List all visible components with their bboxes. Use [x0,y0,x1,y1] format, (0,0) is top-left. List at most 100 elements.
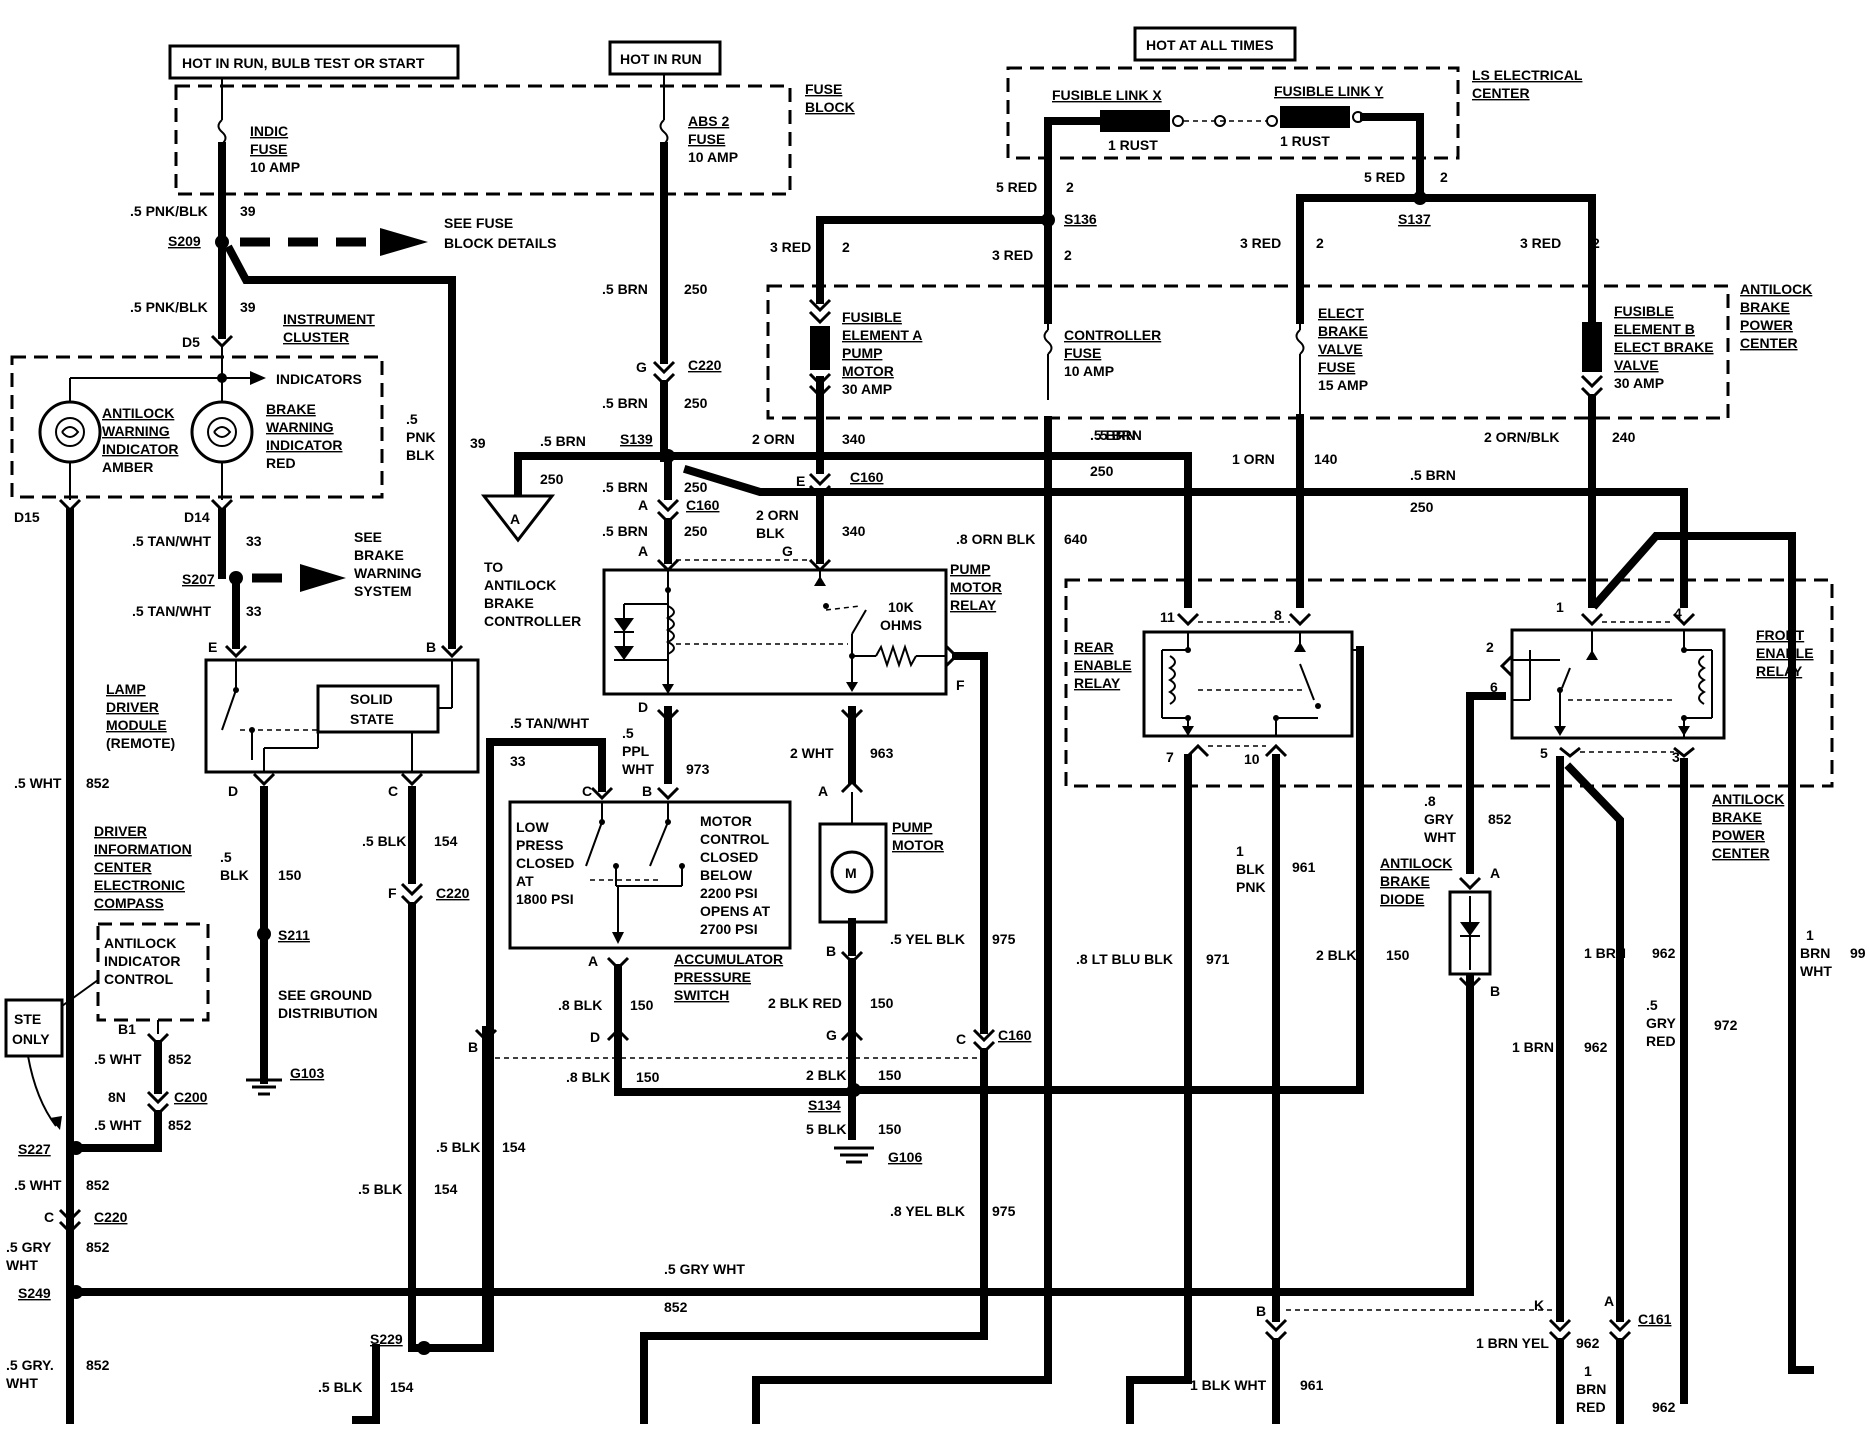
svg-text:BLOCK: BLOCK [805,99,855,115]
svg-text:POWER: POWER [1712,827,1765,843]
svg-text:D5: D5 [182,334,200,350]
svg-text:8: 8 [1274,607,1282,623]
antilock-warning-lamp [38,400,102,464]
svg-text:.5 WHT: .5 WHT [94,1051,142,1067]
svg-text:.5 BLK: .5 BLK [318,1379,362,1395]
svg-text:150: 150 [870,995,894,1011]
svg-text:852: 852 [86,1239,110,1255]
svg-text:BRAKE: BRAKE [1740,299,1790,315]
arrow-see-fuse-block [380,228,428,256]
svg-text:OHMS: OHMS [880,617,922,633]
svg-text:640: 640 [1064,531,1088,547]
pump-motor: M PUMP MOTOR [818,792,944,940]
svg-text:C160: C160 [998,1027,1032,1043]
fusible-element-a: FUSIBLE ELEMENT A PUMP MOTOR 30 AMP [808,298,922,399]
svg-text:1 BRN YEL: 1 BRN YEL [1476,1335,1549,1351]
svg-text:3: 3 [1672,749,1680,765]
svg-text:VALVE: VALVE [1614,357,1659,373]
svg-text:973: 973 [686,761,710,777]
svg-text:FUSE: FUSE [688,131,725,147]
svg-text:C160: C160 [850,469,884,485]
svg-text:.5 BRN: .5 BRN [602,523,648,539]
svg-text:2: 2 [1440,169,1448,185]
svg-text:1: 1 [1556,599,1564,615]
svg-text:FUSIBLE: FUSIBLE [1614,303,1674,319]
svg-text:CONTROLLER: CONTROLLER [1064,327,1161,343]
svg-text:1 ORN: 1 ORN [1232,451,1275,467]
svg-text:ENABLE: ENABLE [1074,657,1132,673]
svg-text:961: 961 [1292,859,1316,875]
svg-text:852: 852 [664,1299,688,1315]
svg-text:B: B [1490,983,1500,999]
svg-text:.5 BRN: .5 BRN [602,395,648,411]
svg-text:.8 BLK: .8 BLK [558,997,602,1013]
svg-text:3 RED: 3 RED [1240,235,1281,251]
svg-text:2 BLK: 2 BLK [1316,947,1356,963]
svg-text:C200: C200 [174,1089,208,1105]
svg-text:2: 2 [1486,639,1494,655]
antilock-brake-power-center-top: ANTILOCK BRAKE POWER CENTER [766,281,1812,420]
ground-g103: G103 [246,1065,324,1096]
svg-text:F: F [388,885,397,901]
svg-text:1: 1 [1584,1363,1592,1379]
svg-text:140: 140 [1314,451,1338,467]
svg-text:ELECT: ELECT [1318,305,1364,321]
rear-enable-relay: REAR ENABLE RELAY 11 8 7 10 [1074,607,1354,767]
svg-text:FUSIBLE: FUSIBLE [842,309,902,325]
svg-text:340: 340 [842,523,866,539]
svg-text:WHT: WHT [6,1375,38,1391]
svg-text:CENTER: CENTER [94,859,152,875]
svg-text:5 RED: 5 RED [996,179,1037,195]
svg-text:2: 2 [1316,235,1324,251]
splice-s229 [417,1341,431,1355]
controller-fuse: CONTROLLER FUSE 10 AMP [1043,320,1161,400]
svg-text:972: 972 [1714,1017,1738,1033]
svg-text:CENTER: CENTER [1712,845,1770,861]
svg-text:BRAKE: BRAKE [484,595,534,611]
svg-text:VALVE: VALVE [1318,341,1363,357]
svg-text:.5 WHT: .5 WHT [14,1177,62,1193]
svg-text:S207: S207 [182,571,215,587]
svg-text:B: B [826,943,836,959]
svg-text:154: 154 [434,1181,458,1197]
svg-text:.5 TAN/WHT: .5 TAN/WHT [132,533,212,549]
svg-text:D15: D15 [14,509,40,525]
instrument-cluster: INSTRUMENT CLUSTER D5 INDICATORS ANTILOC… [10,311,384,525]
svg-text:10 AMP: 10 AMP [250,159,300,175]
svg-text:.5 BRN: .5 BRN [1096,427,1142,443]
svg-text:11: 11 [1160,609,1175,625]
svg-text:.5: .5 [406,411,418,427]
svg-text:LOW: LOW [516,819,549,835]
svg-text:S139: S139 [620,431,653,447]
svg-text:PUMP: PUMP [950,561,990,577]
arrow-see-brake-warning [300,564,346,592]
svg-text:HOT IN RUN, BULB TEST OR START: HOT IN RUN, BULB TEST OR START [182,55,425,71]
svg-text:E: E [208,639,217,655]
svg-text:C: C [582,783,592,799]
svg-text:2200 PSI: 2200 PSI [700,885,758,901]
svg-text:.5 BLK: .5 BLK [358,1181,402,1197]
svg-text:33: 33 [246,603,262,619]
svg-text:WHT: WHT [6,1257,38,1273]
fuse-block: FUSE BLOCK [174,81,855,196]
svg-text:RED: RED [1646,1033,1676,1049]
accumulator-pressure-switch: LOW PRESS CLOSED AT 1800 PSI MOTOR CONTR… [508,800,792,1003]
svg-text:AMBER: AMBER [102,459,153,475]
abs2-fuse: ABS 2 FUSE 10 AMP [659,74,738,165]
svg-text:INDICATORS: INDICATORS [276,371,362,387]
svg-text:E: E [796,473,805,489]
svg-text:.5 BRN: .5 BRN [602,479,648,495]
splice-s227 [69,1141,83,1155]
header-hot-in-run: HOT IN RUN [608,40,722,76]
svg-text:C220: C220 [436,885,470,901]
wire-640 [752,416,1052,1424]
svg-text:PNK: PNK [1236,879,1266,895]
svg-text:DIODE: DIODE [1380,891,1424,907]
svg-text:250: 250 [684,479,708,495]
svg-text:6: 6 [1490,679,1498,695]
svg-text:.5 WHT: .5 WHT [94,1117,142,1133]
svg-text:MODULE: MODULE [106,717,167,733]
svg-text:2 BLK: 2 BLK [806,1067,846,1083]
svg-text:K: K [1534,1297,1544,1313]
svg-text:2: 2 [1064,247,1072,263]
